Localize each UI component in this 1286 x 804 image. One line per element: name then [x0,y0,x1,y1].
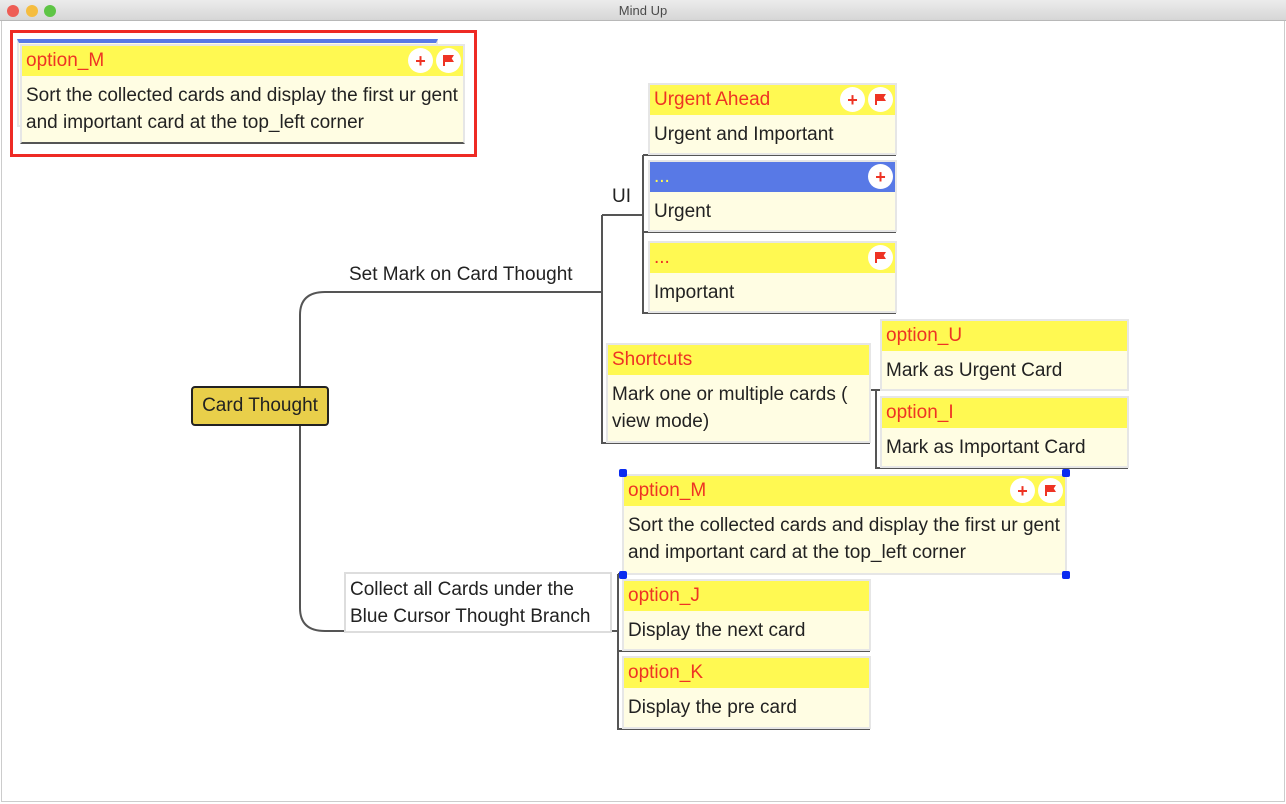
window-title: Mind Up [618,3,668,18]
card-body: Display the pre card [628,697,797,718]
preview-card[interactable]: option_M + Sort the collected cards and … [20,44,465,144]
flag-icon-button[interactable] [868,245,893,270]
close-window-button[interactable] [7,5,19,17]
card-body: Important [654,282,735,303]
connector-ui-children [642,154,896,314]
preview-highlight-frame [10,30,477,157]
card-title: option_K [628,662,704,683]
card-body: Display the next card [628,620,806,641]
resize-handle-top-left[interactable] [619,469,627,477]
card-body: Mark one or multiple cards ( view mode) [612,384,848,432]
flag-icon-button[interactable] [1038,478,1063,503]
flag-icon [443,55,454,66]
card-title: ... [654,247,670,268]
resize-handle-bottom-left[interactable] [619,571,627,579]
card-title: ... [654,166,670,187]
card-urgent-ahead[interactable]: Urgent Ahead + Urgent and Important [648,83,897,155]
connector-set-mark [299,291,602,386]
card-body: Mark as Important Card [886,437,1086,458]
plus-icon[interactable]: + [868,164,893,189]
branch-ui[interactable]: UI [612,186,631,207]
connector-set-mark-children [601,215,870,444]
card-important[interactable]: ... Important [648,241,897,313]
card-urgent[interactable]: ... + Urgent [648,160,897,232]
minimize-window-button[interactable] [26,5,38,17]
card-body: Sort the collected cards and display the… [628,515,1060,563]
card-option-u[interactable]: option_U Mark as Urgent Card [880,319,1129,391]
card-title: option_J [628,585,700,606]
resize-handle-top-right[interactable] [1062,469,1070,477]
branch-collect[interactable]: Collect all Cards under the Blue Cursor … [344,572,612,633]
card-option-m[interactable]: option_M + Sort the collected cards and … [622,474,1067,575]
card-title: option_M [26,50,105,71]
flag-icon-button[interactable] [868,87,893,112]
card-shortcuts[interactable]: Shortcuts Mark one or multiple cards ( v… [606,343,871,443]
flag-icon-button[interactable] [436,48,461,73]
plus-icon[interactable]: + [408,48,433,73]
flag-icon [875,252,886,263]
plus-icon[interactable]: + [840,87,865,112]
card-body: Urgent [654,201,712,222]
card-option-j[interactable]: option_J Display the next card [622,579,871,651]
card-option-k[interactable]: option_K Display the pre card [622,656,871,729]
card-body: Mark as Urgent Card [886,360,1063,381]
card-title: option_M [628,480,707,501]
flag-icon [875,94,886,105]
flag-icon [1045,485,1056,496]
connector-collect-children [611,573,1066,730]
card-title: option_I [886,402,954,423]
card-option-i[interactable]: option_I Mark as Important Card [880,396,1129,468]
branch-set-mark[interactable]: Set Mark on Card Thought [349,264,573,285]
card-body: Sort the collected cards and display the… [26,85,458,133]
connector-collect [299,425,345,632]
zoom-window-button[interactable] [44,5,56,17]
card-title: Urgent Ahead [654,89,771,110]
title-bar: Mind Up [0,0,1286,21]
resize-handle-bottom-right[interactable] [1062,571,1070,579]
root-node[interactable]: Card Thought [191,386,329,426]
plus-icon[interactable]: + [1010,478,1035,503]
card-title: option_U [886,325,963,346]
card-title: Shortcuts [612,349,693,370]
card-body: Urgent and Important [654,124,834,145]
